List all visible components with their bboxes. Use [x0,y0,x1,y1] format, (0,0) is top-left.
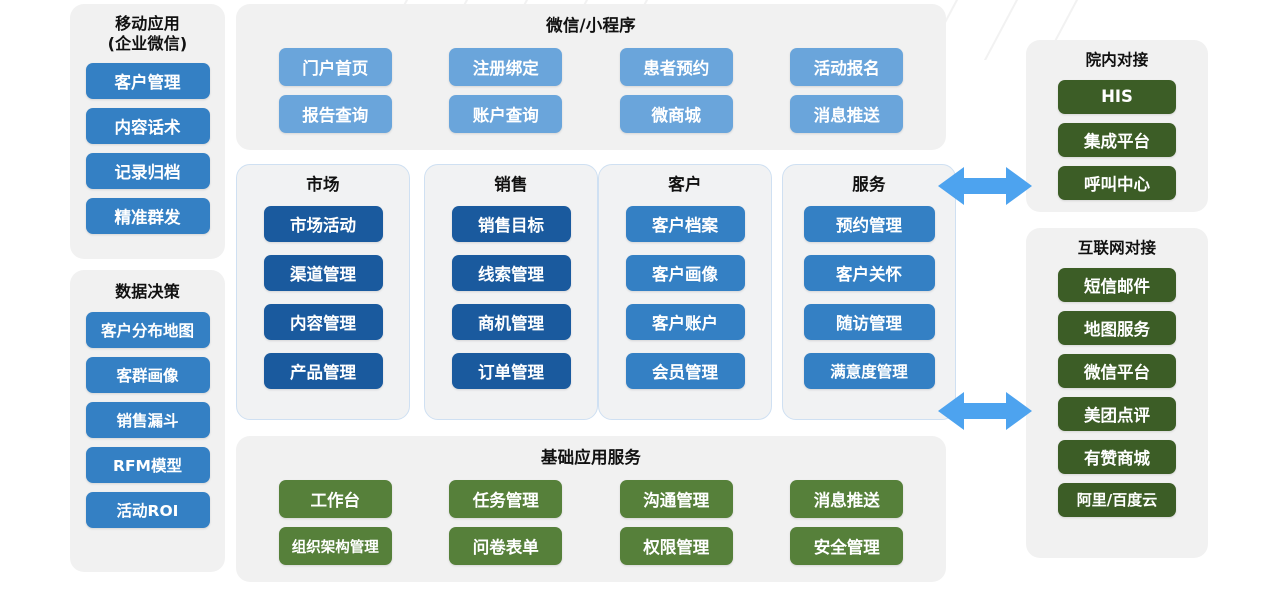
column-customer-item-3[interactable]: 会员管理 [625,353,745,390]
base-services-item-4[interactable]: 组织架构管理 [278,527,392,566]
column-sales-item-list: 销售目标 线索管理 商机管理 订单管理 [425,206,597,390]
hospital-integration-item-2[interactable]: 呼叫中心 [1058,165,1176,200]
data-decision-item-3[interactable]: RFM模型 [85,446,210,483]
internet-integration-item-5[interactable]: 阿里/百度云 [1058,482,1176,517]
hospital-integration-item-0[interactable]: HIS [1058,79,1176,114]
internet-integration-item-1[interactable]: 地图服务 [1058,310,1176,345]
panel-mobile-app: 移动应用 (企业微信) 客户管理 内容话术 记录归档 精准群发 [70,4,225,259]
panel-data-decision: 数据决策 客户分布地图 客群画像 销售漏斗 RFM模型 活动ROI [70,270,225,572]
internet-integration-item-3[interactable]: 美团点评 [1058,396,1176,431]
base-services-item-1[interactable]: 任务管理 [449,480,563,519]
panel-mobile-app-title-line1: 移动应用 [115,14,180,33]
panel-column-customer: 客户 客户档案 客户画像 客户账户 会员管理 [598,164,772,420]
internet-integration-item-4[interactable]: 有赞商城 [1058,439,1176,474]
column-sales-item-1[interactable]: 线索管理 [451,255,571,292]
mobile-app-item-2[interactable]: 记录归档 [85,153,210,190]
mobile-app-item-1[interactable]: 内容话术 [85,108,210,145]
base-services-item-0[interactable]: 工作台 [278,480,392,519]
base-services-item-2[interactable]: 沟通管理 [619,480,733,519]
base-services-item-3[interactable]: 消息推送 [790,480,904,519]
wechat-item-grid: 门户首页 注册绑定 患者预约 活动报名 报告查询 账户查询 微商城 消息推送 [236,48,946,134]
panel-mobile-app-title-line2: (企业微信) [107,33,188,53]
column-sales-title: 销售 [494,175,528,194]
column-market-item-2[interactable]: 内容管理 [263,304,383,341]
hospital-integration-item-1[interactable]: 集成平台 [1058,122,1176,157]
column-service-item-2[interactable]: 随访管理 [803,304,935,341]
column-market-item-0[interactable]: 市场活动 [263,206,383,243]
internet-integration-item-2[interactable]: 微信平台 [1058,353,1176,388]
column-sales-item-2[interactable]: 商机管理 [451,304,571,341]
data-decision-item-2[interactable]: 销售漏斗 [85,401,210,438]
wechat-item-3[interactable]: 活动报名 [790,48,904,87]
panel-column-market: 市场 市场活动 渠道管理 内容管理 产品管理 [236,164,410,420]
wechat-item-2[interactable]: 患者预约 [619,48,733,87]
data-decision-item-list: 客户分布地图 客群画像 销售漏斗 RFM模型 活动ROI [70,311,225,528]
mobile-app-item-list: 客户管理 内容话术 记录归档 精准群发 [70,63,225,235]
column-customer-title: 客户 [668,175,702,194]
column-market-item-1[interactable]: 渠道管理 [263,255,383,292]
wechat-item-1[interactable]: 注册绑定 [449,48,563,87]
column-customer-item-list: 客户档案 客户画像 客户账户 会员管理 [599,206,771,390]
panel-internet-integration: 互联网对接 短信邮件 地图服务 微信平台 美团点评 有赞商城 阿里/百度云 [1026,228,1208,558]
base-services-item-grid: 工作台 任务管理 沟通管理 消息推送 组织架构管理 问卷表单 权限管理 安全管理 [236,480,946,566]
wechat-item-4[interactable]: 报告查询 [278,95,392,134]
column-customer-item-0[interactable]: 客户档案 [625,206,745,243]
mobile-app-item-3[interactable]: 精准群发 [85,198,210,235]
panel-column-service: 服务 预约管理 客户关怀 随访管理 满意度管理 [782,164,956,420]
column-service-item-3[interactable]: 满意度管理 [803,353,935,390]
column-service-item-1[interactable]: 客户关怀 [803,255,935,292]
panel-column-sales: 销售 销售目标 线索管理 商机管理 订单管理 [424,164,598,420]
column-sales-item-0[interactable]: 销售目标 [451,206,571,243]
internet-integration-item-list: 短信邮件 地图服务 微信平台 美团点评 有赞商城 阿里/百度云 [1026,267,1208,517]
panel-base-services-title: 基础应用服务 [540,448,642,467]
data-decision-item-1[interactable]: 客群画像 [85,356,210,393]
panel-hospital-integration: 院内对接 HIS 集成平台 呼叫中心 [1026,40,1208,212]
wechat-item-7[interactable]: 消息推送 [790,95,904,134]
mobile-app-item-0[interactable]: 客户管理 [85,63,210,100]
bidirectional-arrow-icon-internet [938,388,1032,434]
column-service-item-list: 预约管理 客户关怀 随访管理 满意度管理 [783,206,955,390]
wechat-item-0[interactable]: 门户首页 [278,48,392,87]
column-service-title: 服务 [852,175,886,194]
column-customer-item-1[interactable]: 客户画像 [625,255,745,292]
data-decision-item-4[interactable]: 活动ROI [85,491,210,528]
panel-internet-integration-title: 互联网对接 [1077,239,1157,257]
wechat-item-5[interactable]: 账户查询 [449,95,563,134]
wechat-item-6[interactable]: 微商城 [619,95,733,134]
column-service-item-0[interactable]: 预约管理 [803,206,935,243]
base-services-item-6[interactable]: 权限管理 [619,527,733,566]
column-sales-item-3[interactable]: 订单管理 [451,353,571,390]
bidirectional-arrow-icon-hospital [938,163,1032,209]
data-decision-item-0[interactable]: 客户分布地图 [85,311,210,348]
panel-hospital-integration-title: 院内对接 [1085,51,1149,69]
panel-wechat-title: 微信/小程序 [546,16,636,35]
base-services-item-5[interactable]: 问卷表单 [449,527,563,566]
panel-mobile-app-title: 移动应用 (企业微信) [70,4,225,53]
column-market-item-list: 市场活动 渠道管理 内容管理 产品管理 [237,206,409,390]
panel-data-decision-title: 数据决策 [115,282,180,301]
hospital-integration-item-list: HIS 集成平台 呼叫中心 [1026,79,1208,200]
panel-wechat-miniprogram: 微信/小程序 门户首页 注册绑定 患者预约 活动报名 报告查询 账户查询 微商城… [236,4,946,150]
column-market-title: 市场 [306,175,340,194]
internet-integration-item-0[interactable]: 短信邮件 [1058,267,1176,302]
column-market-item-3[interactable]: 产品管理 [263,353,383,390]
column-customer-item-2[interactable]: 客户账户 [625,304,745,341]
base-services-item-7[interactable]: 安全管理 [790,527,904,566]
panel-base-services: 基础应用服务 工作台 任务管理 沟通管理 消息推送 组织架构管理 问卷表单 权限… [236,436,946,582]
